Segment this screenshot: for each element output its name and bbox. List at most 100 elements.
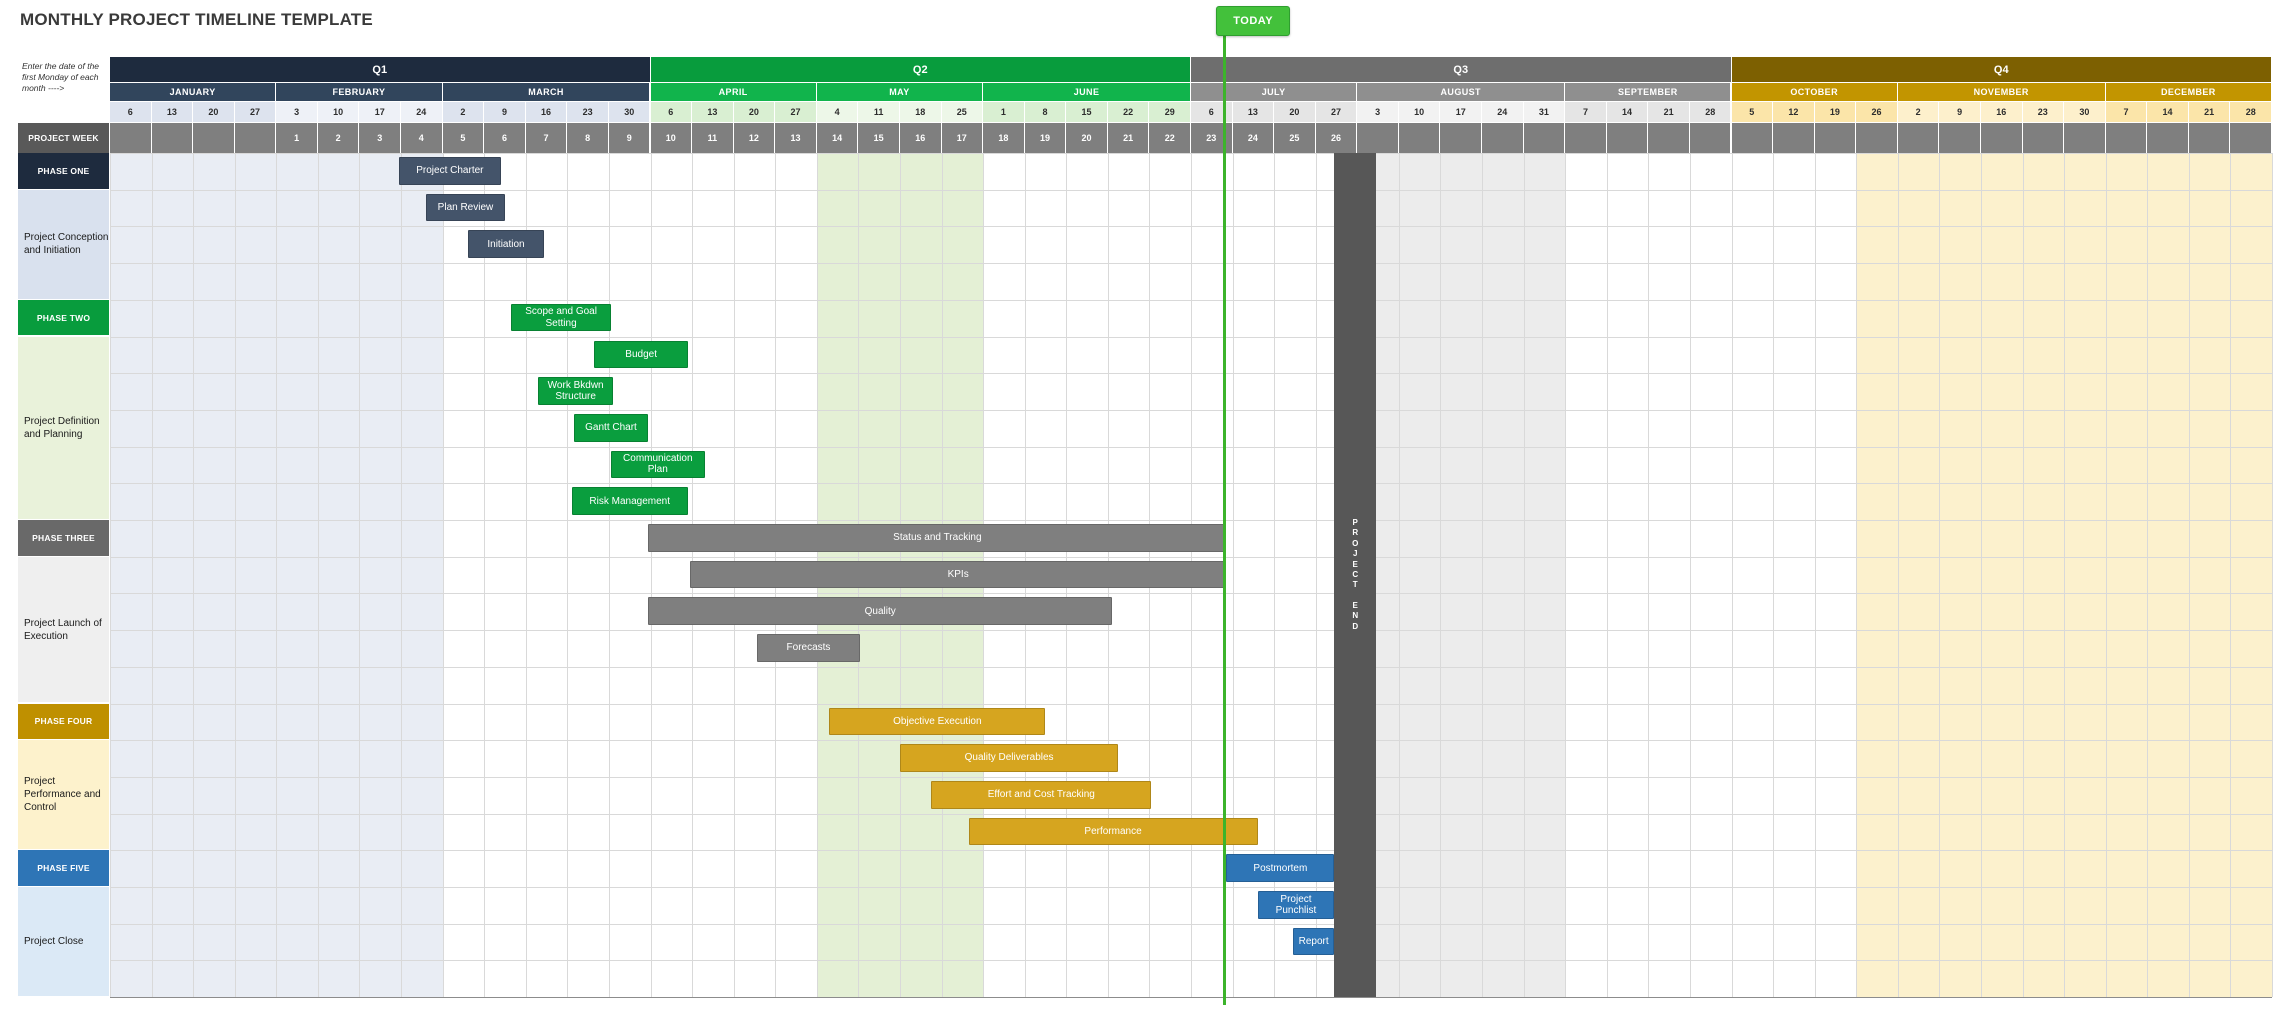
project-week-cell: 20 [1066,123,1108,153]
gantt-bar[interactable]: Budget [594,340,688,369]
week-date-cell: 29 [1149,102,1191,123]
gantt-bar[interactable]: Quality [648,597,1112,626]
gantt-bar[interactable]: Communication Plan [611,450,705,479]
gantt-bar[interactable]: Project Charter [398,157,501,185]
week-date-cell: 23 [2022,102,2065,123]
phase-section-label: Project Definition and Planning [18,336,110,520]
project-week-cell [2188,123,2231,153]
week-date-cell: 5 [1731,102,1774,123]
gridline [1482,153,1484,998]
project-week-cell: 26 [1315,123,1358,153]
project-week-cell: 9 [608,123,651,153]
gridline [317,153,319,998]
gantt-bar[interactable]: Postmortem [1226,854,1335,882]
gantt-bar[interactable]: KPIs [689,560,1227,589]
gantt-bar[interactable]: Report [1292,927,1335,956]
gantt-bar[interactable]: Risk Management [571,487,688,515]
project-week-cell: 16 [899,123,942,153]
week-date-cell: 6 [110,102,152,123]
project-week-cell: 23 [1191,123,1233,153]
phase-header: PHASE ONE [18,153,110,190]
gantt-bar[interactable]: Objective Execution [829,707,1046,736]
gantt-bar[interactable]: Performance [968,817,1258,846]
gridline [151,153,153,998]
project-week-cell [1565,123,1607,153]
project-week-label: PROJECT WEEK [18,123,110,153]
gridline [234,153,236,998]
phase-section-label: Project Launch of Execution [18,556,110,704]
week-date-cell: 20 [193,102,235,123]
week-date-cell: 15 [1066,102,1108,123]
column-band [1856,153,2272,998]
gridline [110,409,2272,411]
project-week-cell: 8 [567,123,609,153]
gridline [110,483,2272,485]
phase-header: PHASE TWO [18,299,110,337]
project-week-cell [1814,123,1857,153]
gridline [401,153,403,998]
gridline [2230,153,2232,998]
gridline [110,813,2272,815]
today-badge[interactable]: TODAY [1216,6,1291,36]
gridline [110,520,2272,521]
gridline [1856,153,1858,998]
week-date-cell: 1 [983,102,1025,123]
week-date-cell: 18 [899,102,942,123]
gantt-bar[interactable]: Gantt Chart [573,413,649,442]
gantt-bar[interactable]: Plan Review [425,193,505,222]
phase-section-label: Project Close [18,887,110,998]
gridline [442,153,444,998]
gridline [1773,153,1775,998]
gridline [110,887,2272,888]
week-date-cell: 7 [1565,102,1607,123]
gridline [1398,153,1400,998]
week-date-cell: 10 [317,102,360,123]
week-date-cell: 10 [1398,102,1441,123]
quarter-header: Q2 [650,57,1191,83]
gridline [193,153,195,998]
project-week-cell [2147,123,2189,153]
column-band [1357,153,1566,998]
gantt-bar[interactable]: Project Punchlist [1257,891,1335,919]
gridline [2105,153,2107,998]
week-date-cell: 27 [1315,102,1358,123]
project-week-cell [1523,123,1566,153]
week-date-cell: 3 [1357,102,1399,123]
phase-header: PHASE FOUR [18,703,110,741]
quarter-header: Q1 [110,57,651,83]
project-week-cell: 24 [1232,123,1275,153]
gridline [2147,153,2149,998]
week-date-cell: 14 [2147,102,2189,123]
gridline [2272,153,2273,998]
gantt-bar[interactable]: Work Bkdwn Structure [538,377,614,405]
week-date-cell: 21 [1648,102,1690,123]
gantt-bar[interactable]: Scope and Goal Setting [511,303,611,332]
gantt-bar[interactable]: Effort and Cost Tracking [931,780,1152,809]
gantt-bar[interactable]: Status and Tracking [648,524,1227,552]
project-week-cell: 14 [816,123,859,153]
project-week-cell: 15 [858,123,900,153]
project-week-cell: 7 [525,123,568,153]
week-date-cell: 25 [941,102,984,123]
gridline [608,153,610,998]
gridline [110,630,2272,632]
project-week-cell [234,123,277,153]
week-date-cell: 6 [650,102,693,123]
gantt-bar[interactable]: Initiation [467,230,545,259]
gridline [1814,153,1816,998]
week-date-cell: 13 [1232,102,1275,123]
gantt-chart: Enter the date of the first Monday of ea… [18,57,2273,999]
gantt-bar[interactable]: Quality Deliverables [899,744,1119,772]
month-header: OCTOBER [1731,83,1898,102]
project-week-cell [1440,123,1483,153]
month-header: JUNE [983,83,1191,102]
gridline [650,153,652,998]
gridline [110,226,2272,228]
gantt-bar[interactable]: Forecasts [756,634,861,662]
week-date-cell: 20 [733,102,776,123]
month-header: SEPTEMBER [1565,83,1732,102]
gridline [110,703,2272,705]
project-week-cell: 22 [1149,123,1191,153]
